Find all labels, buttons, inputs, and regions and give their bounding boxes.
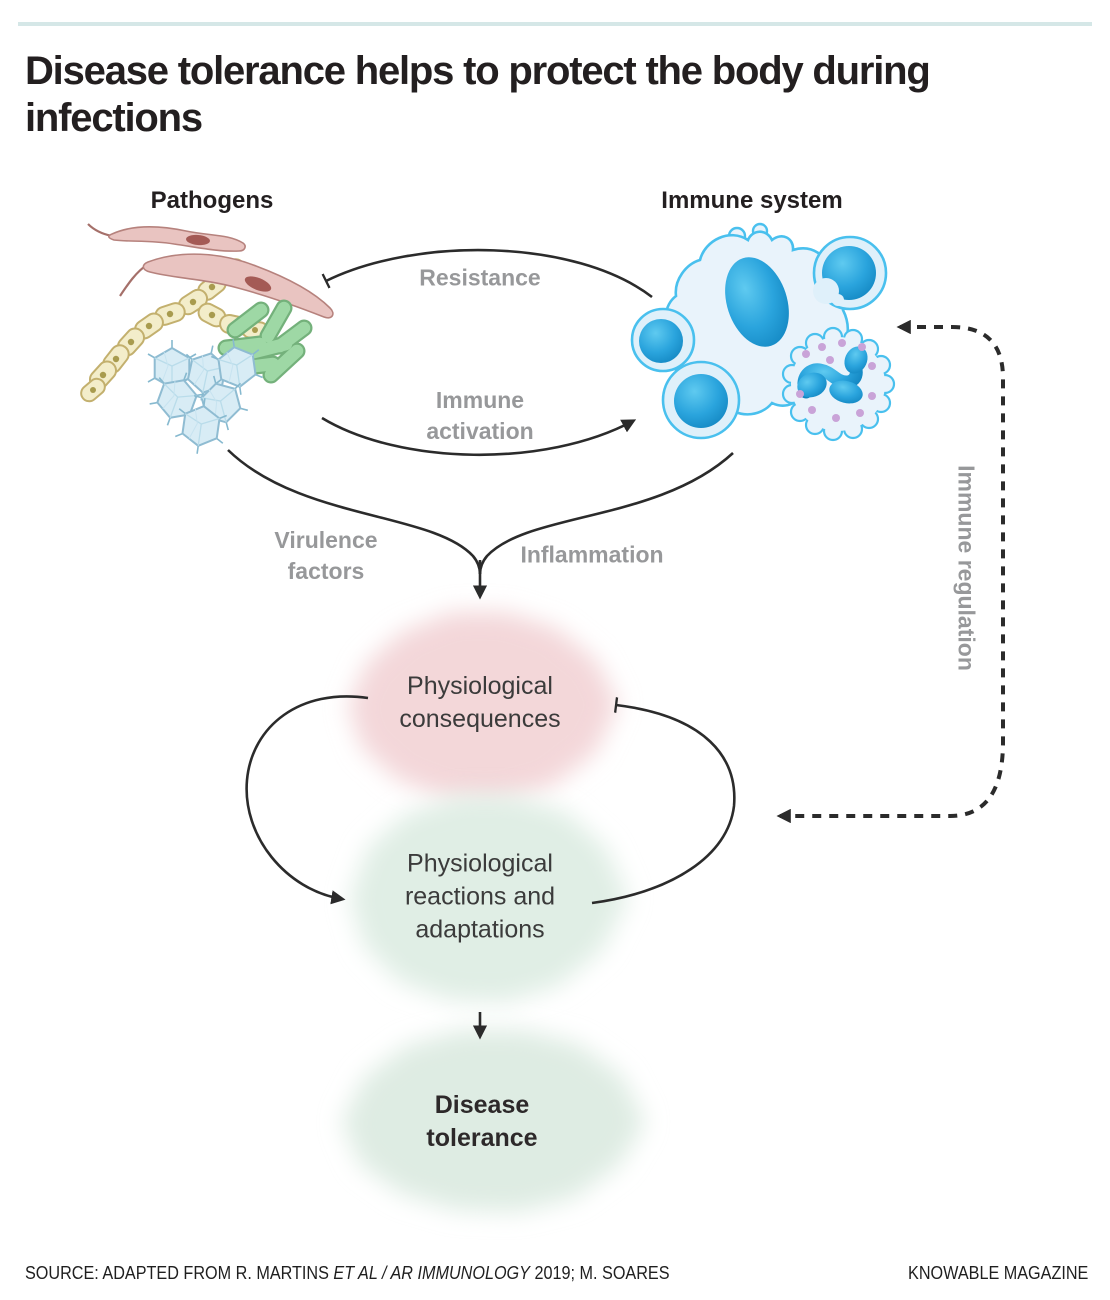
cycle-left-arrow bbox=[245, 695, 369, 905]
granule-dots bbox=[796, 339, 876, 422]
pathogens-label: Pathogens bbox=[150, 187, 274, 214]
granulocyte-icon bbox=[781, 326, 896, 442]
cycle-right-inhibit-arrow bbox=[591, 697, 736, 905]
magazine-credit: KNOWABLE MAGAZINE bbox=[907, 1263, 1088, 1283]
source-credit-suffix: 2019; M. SOARES bbox=[529, 1263, 670, 1283]
pathogens-illustration bbox=[80, 223, 334, 459]
source-credit-italic: ET AL / AR IMMUNOLOGY bbox=[333, 1263, 530, 1283]
immune-activation-arrow bbox=[321, 416, 637, 457]
worm-icon bbox=[119, 253, 334, 319]
worm-icon bbox=[87, 223, 246, 252]
immune-cells-illustration bbox=[630, 222, 896, 442]
top-accent-rule bbox=[18, 22, 1092, 26]
inflammation-label: Inflammation bbox=[520, 541, 664, 568]
lymphocyte-icon bbox=[630, 307, 696, 373]
virulence-factors-label: Virulence factors bbox=[274, 527, 378, 584]
physiological-reactions-blob bbox=[350, 796, 628, 1002]
immune-regulation-dashed-arrow bbox=[776, 319, 1005, 824]
physiological-reactions-label: Physiological reactions and adaptations bbox=[404, 849, 556, 944]
funnel-left-line bbox=[227, 449, 482, 575]
disease-tolerance-label: Disease tolerance bbox=[426, 1091, 538, 1152]
physiological-consequences-blob bbox=[348, 612, 618, 800]
page-title: Disease tolerance helps to protect the b… bbox=[25, 49, 931, 140]
immune-system-label: Immune system bbox=[661, 187, 843, 214]
source-credit-prefix: SOURCE: ADAPTED FROM R. MARTINS bbox=[25, 1263, 334, 1283]
resistance-arrow bbox=[321, 248, 653, 299]
resistance-label: Resistance bbox=[419, 264, 541, 291]
lymphocyte-icon bbox=[661, 360, 741, 440]
granulocyte-nucleus bbox=[797, 346, 868, 404]
virus-icon bbox=[143, 334, 266, 459]
disease-tolerance-blob bbox=[342, 1030, 645, 1212]
source-credit: SOURCE: ADAPTED FROM R. MARTINS ET AL / … bbox=[25, 1263, 670, 1284]
funnel-right-line bbox=[478, 452, 734, 575]
immune-regulation-label: Immune regulation bbox=[953, 465, 980, 671]
immune-activation-label: Immune activation bbox=[426, 387, 534, 444]
lymphocyte-icon bbox=[812, 235, 888, 311]
physiological-consequences-label: Physiological consequences bbox=[399, 672, 561, 733]
